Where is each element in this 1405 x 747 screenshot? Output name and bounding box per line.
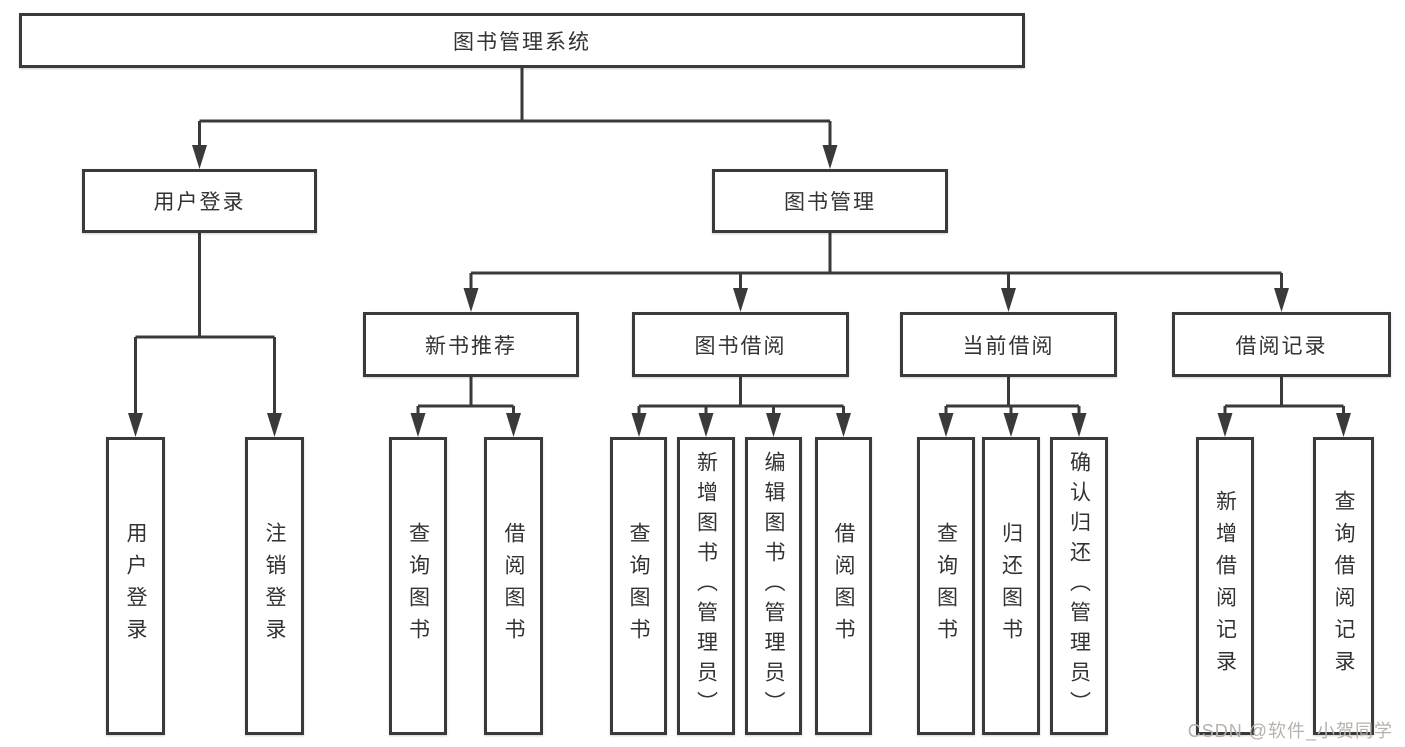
node-new-book-recommend-label: 新书推荐 [425, 334, 517, 358]
leaf-add-borrow-record-label: 新增借阅记录 [1213, 490, 1237, 682]
node-book-borrowing-label: 图书借阅 [694, 334, 787, 358]
leaf-user-login: 用户登录 [106, 437, 165, 735]
watermark: CSDN @软件_小贺同学 [1187, 721, 1393, 741]
leaf-add-borrow-record: 新增借阅记录 [1196, 437, 1254, 735]
leaf-query-books-current-label: 查询图书 [934, 522, 958, 650]
node-borrowing-records: 借阅记录 [1172, 312, 1391, 377]
leaf-borrow-books-borrowing: 借阅图书 [815, 437, 872, 735]
leaf-confirm-return-admin-label: 确认归还（管理员） [1067, 451, 1091, 721]
leaf-return-book: 归还图书 [982, 437, 1040, 735]
node-book-borrowing: 图书借阅 [632, 312, 849, 377]
node-current-borrowing: 当前借阅 [900, 312, 1117, 377]
leaf-borrow-books-recommend: 借阅图书 [484, 437, 543, 735]
leaf-query-borrow-record-label: 查询借阅记录 [1332, 490, 1355, 682]
node-user-login-group-label: 用户登录 [153, 191, 246, 214]
leaf-borrow-books-borrowing-label: 借阅图书 [832, 522, 855, 650]
leaf-add-book-admin-label: 新增图书（管理员） [694, 451, 718, 721]
leaf-borrow-books-recommend-label: 借阅图书 [502, 522, 525, 650]
leaf-query-books-recommend: 查询图书 [389, 437, 447, 735]
leaf-query-books-borrowing-label: 查询图书 [627, 522, 650, 650]
leaf-query-books-borrowing: 查询图书 [610, 437, 667, 735]
leaf-query-books-current: 查询图书 [917, 437, 975, 735]
leaf-confirm-return-admin: 确认归还（管理员） [1050, 437, 1108, 735]
node-new-book-recommend: 新书推荐 [363, 312, 579, 377]
node-book-management: 图书管理 [712, 169, 948, 233]
leaf-logout-label: 注销登录 [263, 522, 286, 650]
node-book-management-label: 图书管理 [784, 191, 876, 214]
leaf-edit-book-admin-label: 编辑图书（管理员） [762, 451, 785, 721]
node-user-login-group: 用户登录 [82, 169, 317, 233]
node-current-borrowing-label: 当前借阅 [962, 334, 1055, 358]
leaf-query-borrow-record: 查询借阅记录 [1313, 437, 1374, 735]
leaf-edit-book-admin: 编辑图书（管理员） [745, 437, 802, 735]
node-borrowing-records-label: 借阅记录 [1235, 334, 1328, 358]
leaf-return-book-label: 归还图书 [999, 522, 1023, 650]
leaf-logout: 注销登录 [245, 437, 304, 735]
node-root-label: 图书管理系统 [453, 30, 591, 54]
node-root: 图书管理系统 [19, 13, 1025, 68]
arrowheads [128, 145, 1351, 437]
leaf-user-login-label: 用户登录 [124, 522, 147, 650]
leaf-query-books-recommend-label: 查询图书 [406, 522, 430, 650]
leaf-add-book-admin: 新增图书（管理员） [677, 437, 735, 735]
